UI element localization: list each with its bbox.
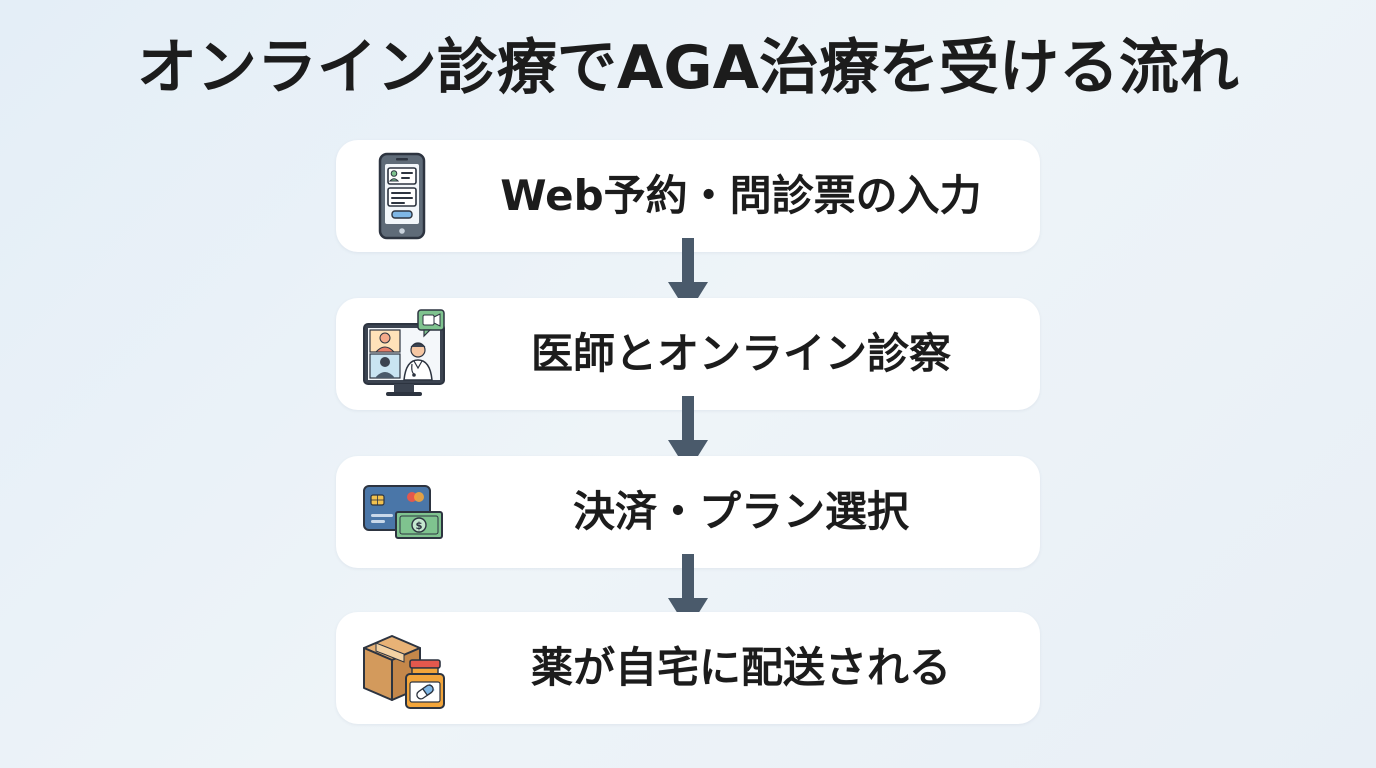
package-medicine-icon bbox=[354, 620, 450, 716]
step-payment-plan: $ 決済・プラン選択 bbox=[336, 456, 1040, 568]
step-web-reservation: Web予約・問診票の入力 bbox=[336, 140, 1040, 252]
step-label: 薬が自宅に配送される bbox=[530, 643, 951, 692]
step-home-delivery: 薬が自宅に配送される bbox=[336, 612, 1040, 724]
step-label: 決済・プラン選択 bbox=[572, 487, 909, 536]
page-title: オンライン診療でAGA治療を受ける流れ bbox=[136, 33, 1240, 103]
step-label: 医師とオンライン診察 bbox=[530, 329, 951, 378]
video-consultation-icon bbox=[354, 306, 450, 402]
svg-text:$: $ bbox=[416, 521, 423, 532]
credit-card-cash-icon: $ bbox=[354, 464, 450, 560]
step-online-consultation: 医師とオンライン診察 bbox=[336, 298, 1040, 410]
step-label: Web予約・問診票の入力 bbox=[500, 171, 982, 220]
smartphone-form-icon bbox=[354, 148, 450, 244]
